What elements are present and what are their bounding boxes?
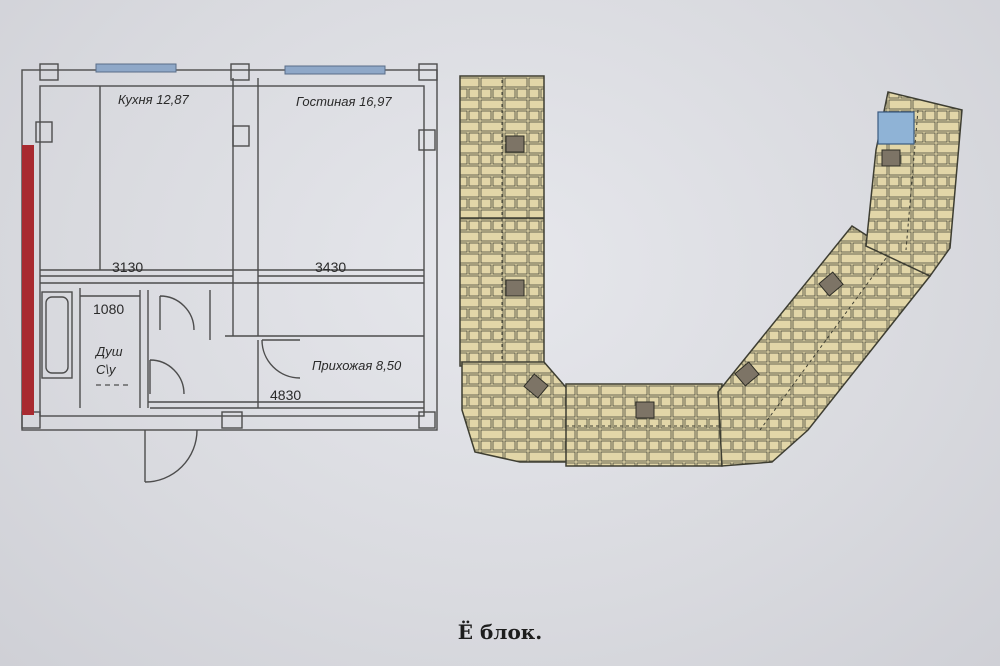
bathroom-label: С\у [96, 362, 117, 377]
block-caption: Ё блок. [457, 620, 543, 644]
living-width-dim: 3430 [315, 259, 346, 275]
column [230, 63, 250, 81]
column [35, 121, 53, 143]
column [232, 125, 250, 147]
right-diagonal-wing [717, 225, 932, 467]
kitchen-window [95, 63, 177, 73]
bathtub [41, 291, 73, 379]
bottom-middle-section [565, 383, 723, 467]
left-wing [459, 75, 545, 367]
bottom-left-corner [461, 361, 571, 463]
kitchen-width-dim: 3130 [112, 259, 143, 275]
stair-core [505, 135, 525, 153]
stair-core [635, 401, 655, 419]
red-accent-wall [22, 145, 34, 415]
stair-core [818, 271, 844, 297]
stair-core [881, 149, 901, 167]
stair-core [505, 279, 525, 297]
living-window [284, 65, 386, 75]
door-swing-1 [159, 295, 195, 331]
hall-width-dim: 4830 [270, 387, 301, 403]
highlighted-apartment [877, 111, 915, 145]
stair-core [734, 361, 760, 387]
column [39, 63, 59, 81]
bathtub-inner [45, 296, 69, 374]
column [418, 129, 436, 151]
door-swing-2 [149, 359, 185, 395]
column [221, 411, 243, 429]
kitchen-label: Кухня 12,87 [118, 92, 190, 107]
stair-core [523, 373, 549, 399]
inner-wall-outline [39, 85, 425, 417]
hallway-label: Прихожая 8,50 [312, 358, 402, 373]
column [418, 63, 438, 81]
living-room-label: Гостиная 16,97 [296, 94, 392, 109]
column [418, 411, 436, 429]
entrance-door-swing [144, 429, 198, 483]
door-swing-3 [261, 339, 301, 379]
top-right-wing [865, 91, 963, 277]
shower-label: Душ [94, 344, 123, 359]
bath-width-dim: 1080 [93, 301, 124, 317]
